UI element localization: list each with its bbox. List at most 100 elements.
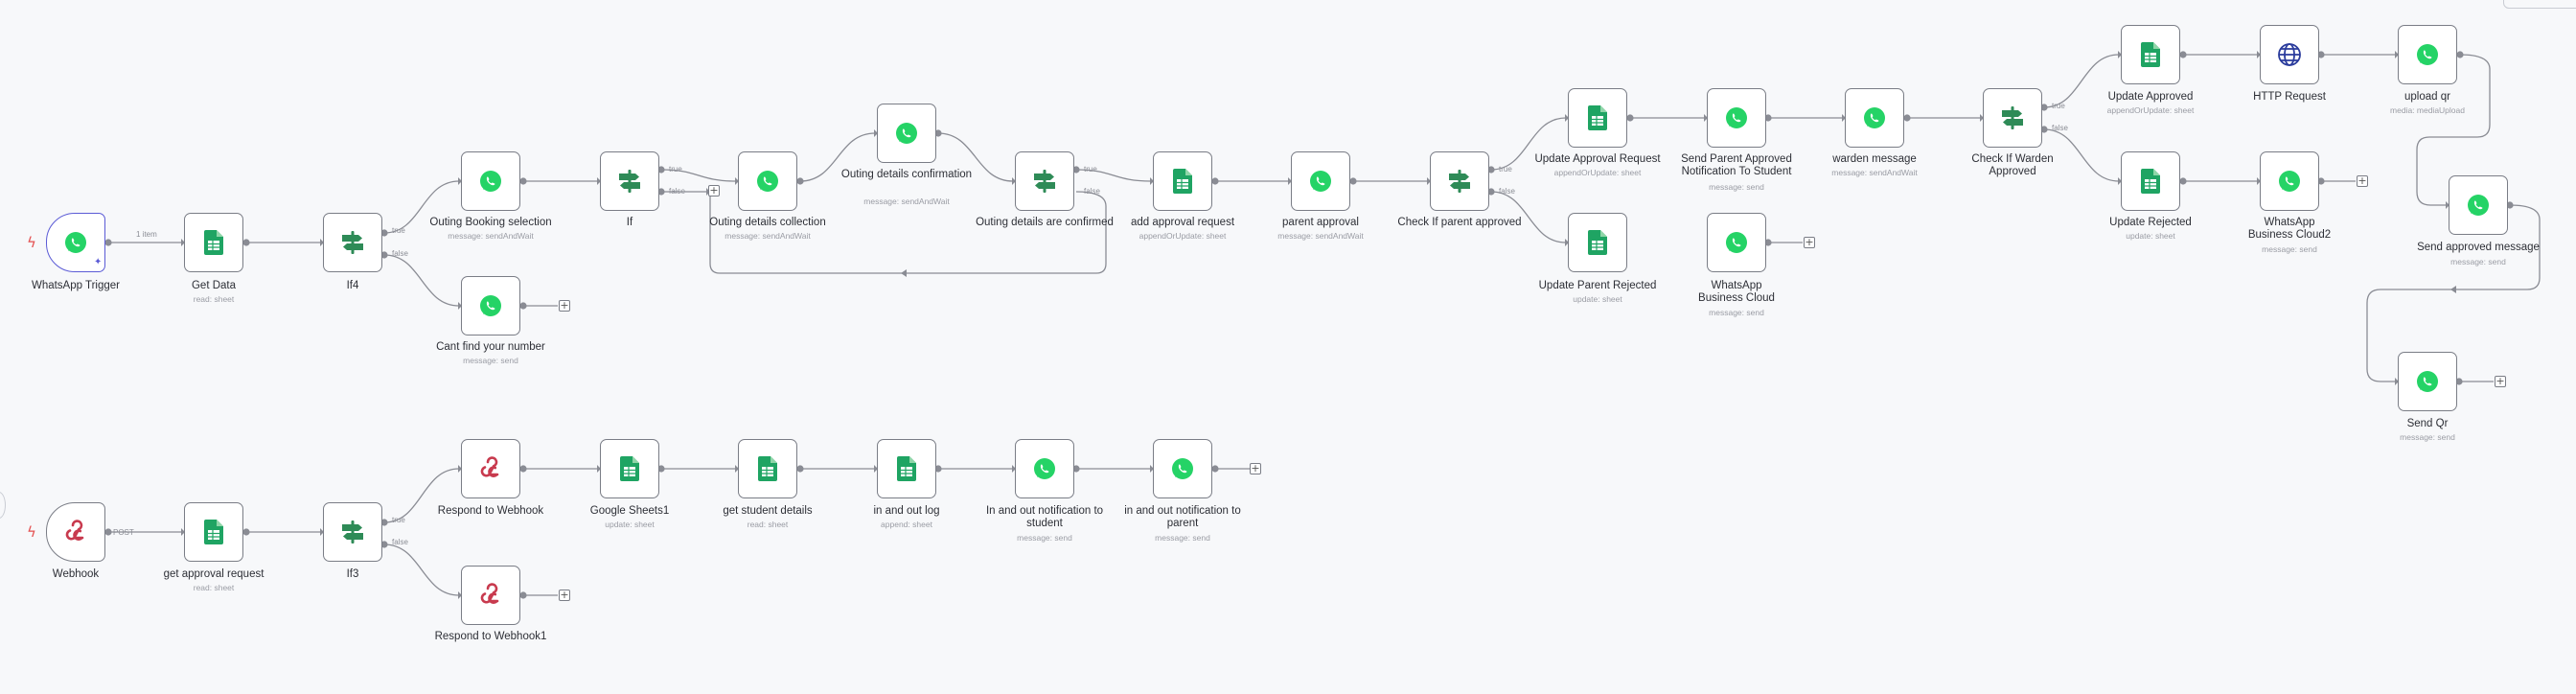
node-send-qr[interactable]: [2398, 352, 2457, 411]
if-branch-icon: [338, 228, 367, 257]
node-whatsapp-trigger[interactable]: [46, 213, 105, 272]
node-label: Update Approved: [2107, 91, 2194, 103]
node-send-approved-message[interactable]: [2449, 175, 2508, 235]
node-outing-details-confirmation[interactable]: [877, 104, 936, 163]
node-if4[interactable]: [323, 213, 382, 272]
node-label: If: [626, 217, 633, 228]
google-sheets-icon: [615, 454, 644, 483]
node-subtitle: read: sheet: [193, 583, 235, 592]
node-update-parent-rejected[interactable]: [1568, 213, 1627, 272]
output-handle: [242, 528, 250, 536]
whatsapp-icon: [2275, 167, 2304, 196]
node-add-approval-request[interactable]: [1153, 151, 1212, 211]
edge-label-true: true: [392, 226, 405, 235]
node-respond-to-webhook[interactable]: [461, 439, 520, 498]
node-subtitle: appendOrUpdate: sheet: [1138, 231, 1227, 241]
node-in-out-notification-student[interactable]: [1015, 439, 1074, 498]
edge-label-false: false: [1084, 187, 1100, 196]
edge-label-true: true: [2052, 102, 2065, 110]
node-subtitle: appendOrUpdate: sheet: [2106, 105, 2195, 115]
node-subtitle: update: sheet: [2126, 231, 2175, 241]
node-cant-find-your-number[interactable]: [461, 276, 520, 335]
node-subtitle: update: sheet: [605, 520, 655, 529]
lightning-bolt-icon: ϟ: [27, 234, 36, 251]
output-handle: [1349, 177, 1357, 185]
node-label: WhatsApp Business Cloud2: [2247, 217, 2332, 241]
node-subtitle: message: send: [2400, 432, 2455, 442]
node-label: Update Rejected: [2109, 217, 2192, 228]
node-check-if-warden-approved[interactable]: [1983, 88, 2042, 148]
node-parent-approval[interactable]: [1291, 151, 1350, 211]
node-google-sheets1[interactable]: [600, 439, 659, 498]
node-upload-qr[interactable]: [2398, 25, 2457, 84]
if-branch-icon: [615, 167, 644, 196]
node-if3[interactable]: [323, 502, 382, 562]
node-subtitle: message: send: [1709, 182, 1764, 192]
node-outing-details-confirmed[interactable]: [1015, 151, 1074, 211]
node-subtitle: append: sheet: [881, 520, 932, 529]
whatsapp-icon: [61, 228, 90, 257]
node-subtitle: message: sendAndWait: [724, 231, 811, 241]
add-node-button[interactable]: +: [1250, 462, 1261, 474]
whatsapp-icon: [1306, 167, 1335, 196]
node-subtitle: read: sheet: [747, 520, 789, 529]
node-label: warden message: [1832, 153, 1917, 165]
node-label: in and out log: [873, 505, 940, 517]
node-label: HTTP Request: [2253, 91, 2326, 103]
node-outing-booking-selection[interactable]: [461, 151, 520, 211]
add-node-button[interactable]: +: [2357, 174, 2368, 187]
output-handle: [519, 302, 527, 310]
edge-label-false: false: [392, 538, 408, 546]
if-branch-icon: [338, 518, 367, 546]
google-sheets-icon: [2136, 40, 2165, 69]
node-get-student-details[interactable]: [738, 439, 797, 498]
edge-label-false: false: [1499, 187, 1515, 196]
node-subtitle: update: sheet: [1573, 294, 1622, 304]
edge-label-true: true: [1499, 165, 1512, 174]
canvas-edge-handle: [0, 492, 6, 519]
node-whatsapp-business-cloud2[interactable]: [2260, 151, 2319, 211]
add-node-button[interactable]: +: [559, 589, 570, 601]
node-update-approval-request[interactable]: [1568, 88, 1627, 148]
node-label: In and out notification to student: [985, 505, 1104, 529]
node-label: Respond to Webhook: [437, 505, 544, 517]
node-check-if-parent-approved[interactable]: [1430, 151, 1489, 211]
output-handle: [242, 239, 250, 246]
node-http-request[interactable]: [2260, 25, 2319, 84]
node-webhook[interactable]: [46, 502, 105, 562]
node-label: get approval request: [163, 568, 264, 580]
output-handle: [519, 591, 527, 599]
output-handle: [104, 528, 112, 536]
google-sheets-icon: [1583, 104, 1612, 132]
node-warden-message[interactable]: [1845, 88, 1904, 148]
node-get-approval-request[interactable]: [184, 502, 243, 562]
node-outing-details-collection[interactable]: [738, 151, 797, 211]
google-sheets-icon: [1583, 228, 1612, 257]
node-label: Check If Warden Approved: [1971, 153, 2054, 177]
node-update-approved[interactable]: [2121, 25, 2180, 84]
node-label: If3: [346, 568, 359, 580]
node-whatsapp-business-cloud[interactable]: [1707, 213, 1766, 272]
add-node-button[interactable]: +: [708, 184, 720, 197]
add-node-button[interactable]: +: [2495, 375, 2506, 387]
pin-icon: ✦: [94, 257, 103, 267]
whatsapp-icon: [2464, 191, 2493, 220]
node-get-data[interactable]: [184, 213, 243, 272]
node-respond-to-webhook1[interactable]: [461, 566, 520, 625]
add-node-button[interactable]: +: [559, 299, 570, 312]
node-in-and-out-log[interactable]: [877, 439, 936, 498]
node-if[interactable]: [600, 151, 659, 211]
output-handle: [1626, 114, 1634, 122]
output-handle: [2456, 51, 2464, 58]
whatsapp-icon: [476, 291, 505, 320]
node-label: WhatsApp Business Cloud: [1698, 280, 1775, 304]
google-sheets-icon: [2136, 167, 2165, 196]
node-update-rejected[interactable]: [2121, 151, 2180, 211]
add-node-button[interactable]: +: [1804, 236, 1815, 248]
edge-label: 1 item: [136, 230, 157, 239]
node-label: Respond to Webhook1: [434, 631, 547, 642]
google-sheets-icon: [1168, 167, 1197, 196]
node-send-parent-approved-notification[interactable]: [1707, 88, 1766, 148]
node-in-out-notification-parent[interactable]: [1153, 439, 1212, 498]
